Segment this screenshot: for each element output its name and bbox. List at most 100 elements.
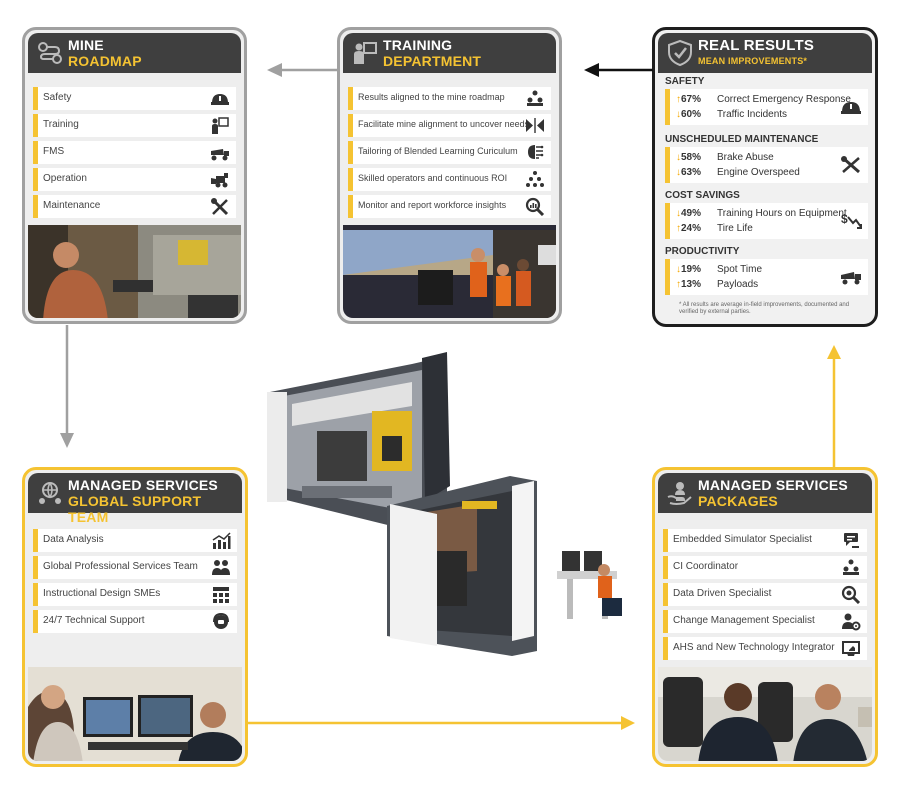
support-item-label: Instructional Design SMEs bbox=[43, 588, 161, 599]
results-section-title: COST SAVINGS bbox=[665, 190, 740, 201]
real-results-card: REAL RESULTS MEAN IMPROVEMENTS* SAFETY ↑… bbox=[652, 27, 878, 327]
results-section-title: UNSCHEDULED MAINTENANCE bbox=[665, 134, 819, 145]
results-maintenance-box: ↓58%Brake Abuse ↓63%Engine Overspeed bbox=[665, 147, 868, 183]
training-item-skilled-operators: Skilled operators and continuous ROI bbox=[348, 168, 551, 191]
chat-board-icon bbox=[844, 533, 859, 548]
simulator-illustration bbox=[267, 352, 622, 656]
hard-hat-icon bbox=[841, 102, 861, 114]
packages-subtitle: PACKAGES bbox=[698, 493, 778, 509]
grid-icon bbox=[213, 587, 229, 603]
team-icon bbox=[212, 560, 230, 575]
real-results-subtitle: MEAN IMPROVEMENTS* bbox=[698, 56, 808, 66]
training-department-card: TRAINING DEPARTMENT Results aligned to t… bbox=[337, 27, 562, 324]
arrow-packages-to-results bbox=[827, 345, 841, 468]
result-row: ↑67%Correct Emergency Response bbox=[676, 94, 851, 105]
training-department-header: TRAINING DEPARTMENT bbox=[343, 33, 556, 73]
result-row: ↓63%Engine Overspeed bbox=[676, 167, 800, 178]
training-item-label: Facilitate mine alignment to uncover nee… bbox=[358, 119, 530, 129]
results-cost-box: ↓49%Training Hours on Equipment ↑24%Tire… bbox=[665, 203, 868, 239]
headset-icon bbox=[213, 612, 229, 629]
packages-title: MANAGED SERVICES bbox=[698, 477, 848, 493]
dollar-down-icon: $ bbox=[841, 212, 862, 229]
package-item-change-management: Change Management Specialist bbox=[663, 610, 867, 633]
result-row: ↑13%Payloads bbox=[676, 279, 759, 290]
real-results-header: REAL RESULTS MEAN IMPROVEMENTS* bbox=[658, 33, 872, 73]
trainer-board-icon bbox=[354, 42, 377, 64]
bar-chart-icon bbox=[212, 532, 231, 549]
simulator-training-photo bbox=[343, 225, 556, 318]
training-item-blended-learning: Tailoring of Blended Learning Curiculum bbox=[348, 141, 551, 164]
package-item-label: AHS and New Technology Integrator bbox=[673, 642, 835, 653]
roadmap-item-training: Training bbox=[33, 114, 236, 137]
package-item-label: Data Driven Specialist bbox=[673, 588, 772, 599]
support-item-instructional-design: Instructional Design SMEs bbox=[33, 583, 237, 606]
magnifier-icon bbox=[841, 585, 861, 604]
training-department-title: TRAINING bbox=[383, 37, 453, 53]
globe-team-icon bbox=[39, 482, 61, 504]
roadmap-item-label: Maintenance bbox=[43, 200, 101, 211]
wrench-screwdriver-icon bbox=[841, 156, 860, 174]
people-pyramid-icon bbox=[526, 171, 544, 187]
results-footnote: * All results are average in-field impro… bbox=[679, 302, 850, 315]
svg-text:$: $ bbox=[841, 212, 848, 226]
real-results-title: REAL RESULTS bbox=[698, 37, 815, 54]
search-chart-icon bbox=[525, 197, 545, 216]
training-item-label: Monitor and report workforce insights bbox=[358, 200, 507, 210]
hand-person-icon bbox=[667, 482, 692, 505]
global-support-card: MANAGED SERVICES GLOBAL SUPPORT TEAM Dat… bbox=[22, 467, 248, 767]
hierarchy-icon bbox=[527, 90, 543, 106]
result-row: ↓19%Spot Time bbox=[676, 264, 763, 275]
roadmap-item-maintenance: Maintenance bbox=[33, 195, 236, 218]
roadmap-item-label: FMS bbox=[43, 146, 65, 157]
training-item-roadmap-results: Results aligned to the mine roadmap bbox=[348, 87, 551, 110]
arrow-support-to-packages bbox=[248, 716, 635, 730]
roadmap-item-fms: FMS bbox=[33, 141, 236, 164]
roadmap-item-safety: Safety bbox=[33, 87, 236, 110]
results-productivity-box: ↓19%Spot Time ↑13%Payloads bbox=[665, 259, 868, 295]
global-support-subtitle: GLOBAL SUPPORT TEAM bbox=[68, 493, 202, 525]
results-section-title: PRODUCTIVITY bbox=[665, 246, 740, 257]
result-row: ↓60%Traffic Incidents bbox=[676, 109, 788, 120]
mine-roadmap-header: MINE ROADMAP bbox=[28, 33, 241, 73]
shield-check-icon bbox=[668, 39, 692, 67]
mine-roadmap-card: MINE ROADMAP Safety Training FMS Operati… bbox=[22, 27, 247, 324]
results-safety-box: ↑67%Correct Emergency Response ↓60%Traff… bbox=[665, 89, 868, 125]
support-item-professional-services: Global Professional Services Team bbox=[33, 556, 237, 579]
brain-circuit-icon bbox=[528, 145, 544, 159]
package-item-simulator-specialist: Embedded Simulator Specialist bbox=[663, 529, 867, 552]
training-item-label: Skilled operators and continuous ROI bbox=[358, 173, 508, 183]
global-support-title: MANAGED SERVICES bbox=[68, 477, 218, 493]
training-item-label: Results aligned to the mine roadmap bbox=[358, 92, 505, 102]
training-item-label: Tailoring of Blended Learning Curiculum bbox=[358, 146, 518, 156]
support-team-photo bbox=[28, 667, 242, 761]
packages-card: MANAGED SERVICES PACKAGES Embedded Simul… bbox=[652, 467, 878, 767]
person-gear-icon bbox=[842, 613, 861, 631]
haul-truck-icon bbox=[841, 272, 861, 285]
results-section-title: SAFETY bbox=[665, 76, 705, 87]
package-item-label: Change Management Specialist bbox=[673, 615, 815, 626]
result-row: ↑24%Tire Life bbox=[676, 223, 753, 234]
haul-truck-icon bbox=[211, 149, 229, 161]
support-item-label: Global Professional Services Team bbox=[43, 561, 198, 572]
training-item-workforce-insights: Monitor and report workforce insights bbox=[348, 195, 551, 218]
support-item-data-analysis: Data Analysis bbox=[33, 529, 237, 552]
trainer-board-icon bbox=[212, 117, 229, 134]
support-item-label: 24/7 Technical Support bbox=[43, 615, 145, 626]
result-row: ↓49%Training Hours on Equipment bbox=[676, 208, 847, 219]
arrow-results-to-training bbox=[584, 63, 653, 77]
package-item-ahs-integrator: AHS and New Technology Integrator bbox=[663, 637, 867, 660]
package-item-label: Embedded Simulator Specialist bbox=[673, 534, 812, 545]
arrow-roadmap-to-support bbox=[60, 325, 74, 448]
hard-hat-icon bbox=[211, 94, 229, 105]
result-row: ↓58%Brake Abuse bbox=[676, 152, 774, 163]
operator-cab-photo bbox=[28, 225, 241, 318]
support-item-label: Data Analysis bbox=[43, 534, 104, 545]
mine-roadmap-subtitle: ROADMAP bbox=[68, 53, 142, 69]
roadmap-item-label: Safety bbox=[43, 92, 72, 103]
training-department-subtitle: DEPARTMENT bbox=[383, 53, 482, 69]
loader-icon bbox=[211, 173, 228, 188]
wrench-screwdriver-icon bbox=[211, 198, 229, 216]
roadmap-route-icon bbox=[38, 42, 62, 64]
roadmap-item-operation: Operation bbox=[33, 168, 236, 191]
training-item-mine-alignment: Facilitate mine alignment to uncover nee… bbox=[348, 114, 551, 137]
